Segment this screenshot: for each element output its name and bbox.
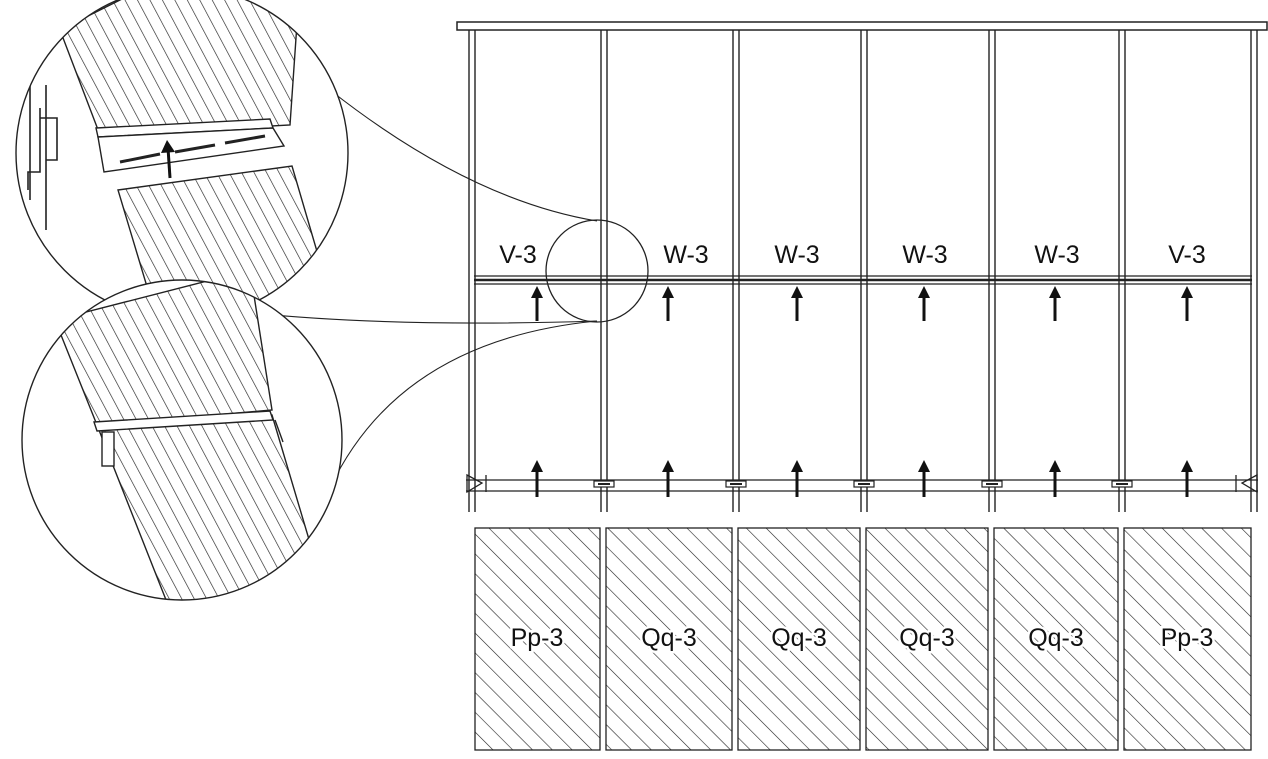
direction-arrows bbox=[531, 286, 1193, 497]
detail-arrow-top bbox=[161, 140, 175, 179]
lower-arrow-3 bbox=[791, 460, 803, 497]
lower-label-6: Pp-3 bbox=[1161, 624, 1214, 652]
post-5 bbox=[988, 30, 996, 512]
panels bbox=[474, 527, 1252, 751]
post-4 bbox=[860, 30, 868, 512]
lower-arrow-1 bbox=[531, 460, 543, 497]
post-1 bbox=[468, 30, 476, 512]
upper-arrow-4 bbox=[918, 286, 930, 321]
rail-clip-3 bbox=[853, 480, 875, 488]
panel-3 bbox=[737, 527, 861, 751]
upper-arrow-5 bbox=[1049, 286, 1061, 321]
lower-label-3: Qq-3 bbox=[771, 624, 827, 652]
panel-4 bbox=[865, 527, 989, 751]
upper-arrow-6 bbox=[1181, 286, 1193, 321]
upper-arrow-1 bbox=[531, 286, 543, 321]
rail-clip-4 bbox=[981, 480, 1003, 488]
post-2 bbox=[600, 30, 608, 512]
upper-slat-band-bottom bbox=[54, 280, 273, 426]
upper-arrow-3 bbox=[791, 286, 803, 321]
lower-label-5: Qq-3 bbox=[1028, 624, 1084, 652]
detail-marker-circle bbox=[545, 219, 649, 323]
frame bbox=[456, 21, 1268, 512]
panel-6 bbox=[1123, 527, 1252, 751]
upper-slat-band bbox=[59, 0, 301, 136]
lower-label-2: Qq-3 bbox=[641, 624, 697, 652]
rail-clips bbox=[593, 480, 1133, 488]
mid-rail bbox=[474, 275, 1252, 285]
panel-5 bbox=[993, 527, 1119, 751]
lower-labels: Pp-3 Qq-3 Qq-3 Qq-3 Qq-3 Pp-3 bbox=[508, 622, 1216, 655]
posts bbox=[468, 30, 1258, 512]
clip-rail-bottom bbox=[93, 410, 284, 467]
upper-arrow-2 bbox=[662, 286, 674, 321]
upper-label-6: V-3 bbox=[1168, 241, 1206, 269]
upper-label-4: W-3 bbox=[902, 241, 947, 269]
end-bracket-left bbox=[466, 473, 487, 494]
end-bracket-right bbox=[1235, 473, 1258, 494]
rail-clip-2 bbox=[725, 480, 747, 488]
post-7 bbox=[1250, 30, 1258, 512]
lower-label-4: Qq-3 bbox=[899, 624, 955, 652]
lower-arrow-2 bbox=[662, 460, 674, 497]
detail-view-bottom bbox=[21, 279, 343, 601]
rail-clip-5 bbox=[1111, 480, 1133, 488]
top-rail bbox=[456, 21, 1268, 31]
panel-2 bbox=[605, 527, 733, 751]
rail-clip-1 bbox=[593, 480, 615, 488]
lower-arrow-4 bbox=[918, 460, 930, 497]
post-3 bbox=[732, 30, 740, 512]
lower-arrow-6 bbox=[1181, 460, 1193, 497]
upper-label-2: W-3 bbox=[663, 241, 708, 269]
lower-label-1: Pp-3 bbox=[511, 624, 564, 652]
lower-arrow-5 bbox=[1049, 460, 1061, 497]
upper-label-5: W-3 bbox=[1034, 241, 1079, 269]
upper-label-3: W-3 bbox=[774, 241, 819, 269]
bottom-rail bbox=[466, 473, 1258, 494]
post-6 bbox=[1118, 30, 1126, 512]
clip-rail-top bbox=[95, 118, 286, 173]
upper-labels: V-3 W-3 W-3 W-3 W-3 V-3 bbox=[499, 241, 1206, 269]
wall-profile bbox=[27, 85, 58, 230]
panel-1 bbox=[474, 527, 601, 751]
upper-label-1: V-3 bbox=[499, 241, 537, 269]
